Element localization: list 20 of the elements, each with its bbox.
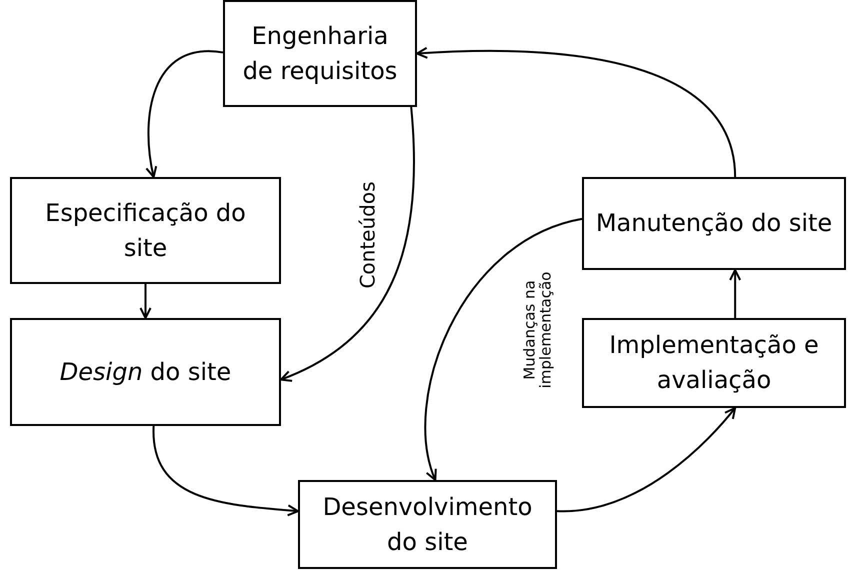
arrow [280,106,415,382]
arrow [729,269,742,318]
process-box [582,318,846,408]
arrow [140,284,152,319]
arrow [556,407,736,512]
arrow [416,47,736,178]
box-text: Design do site [60,356,232,388]
box-text: Implementação e avaliação [608,330,820,396]
process-box [223,0,417,107]
process-box [10,318,281,426]
arrow [424,218,582,481]
arrow [146,50,224,178]
process-box [582,177,846,270]
arrow [152,426,299,516]
box-text: Especificação do site [44,198,247,264]
process-box [10,177,281,284]
box-text: Engenharia de requisitos [242,20,398,86]
box-text: Manutenção do site [596,208,832,240]
box-text: Desenvolvimento do site [322,492,532,558]
process-box [298,480,557,569]
